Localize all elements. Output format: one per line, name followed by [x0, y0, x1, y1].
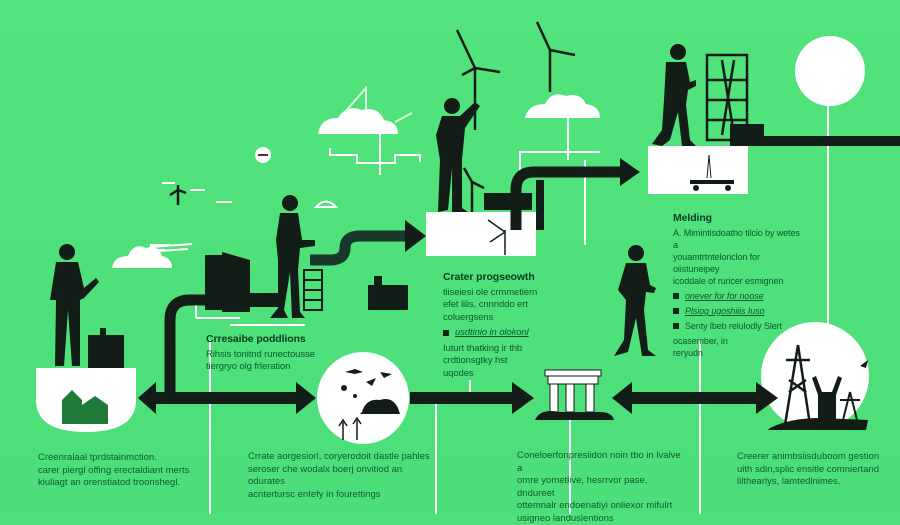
caption-stage-4: Creerer animbsiisduboom gestion uith sdi…	[737, 451, 897, 489]
bullet-icon	[673, 308, 679, 314]
label-line: tiiseiesi ole crmmetiern	[443, 287, 563, 300]
label-line: youamtrtntelonclon for oiistuneipey	[673, 251, 803, 275]
label-line: uqodes	[443, 368, 563, 381]
bullet-text: usdtinio in olokonl	[455, 327, 529, 340]
cloud-icon	[318, 108, 398, 134]
stage-3-label: Crater progseowth tiiseiesi ole crmmetie…	[443, 271, 563, 380]
stage-2-label: Crresaibe poddlions Rihsis tonitnd runec…	[206, 333, 326, 374]
caption-line: uith sdin,splic ensitle comniertand	[737, 464, 897, 477]
factory-icon	[88, 328, 124, 368]
bullet-text: Plsiog ugoshiiis Iuso	[685, 305, 764, 317]
person-silhouette	[436, 98, 480, 212]
stage-4-label: Melding A. Mimintisdoatho tilcio by wete…	[673, 212, 803, 359]
cloud-icon	[525, 94, 600, 118]
caption-line: seroser che wodalx boerj onvitiod an odu…	[248, 464, 438, 489]
caption-line: carer piergl offing erectaldiant merts	[38, 465, 218, 478]
stage-4-title: Melding	[673, 212, 803, 224]
ladder-icon	[304, 270, 322, 310]
circle-stage-2	[317, 352, 409, 444]
right-arrow-icon	[620, 158, 640, 186]
caption-line: ottemnalr endoenatiyi onliexor mifulrt	[517, 500, 687, 513]
bullet-item: Plsiog ugoshiiis Iuso	[673, 305, 803, 317]
label-line: tiergryo olg frleration	[206, 361, 326, 374]
caption-line: Creenralaal tprdstainmction.	[38, 452, 218, 465]
stage-2-title: Crresaibe poddlions	[206, 333, 326, 346]
caption-line: Creerer animbsiisduboom gestion	[737, 451, 897, 464]
generator-block	[730, 124, 764, 146]
bullet-icon	[673, 293, 679, 299]
label-line: Iuturt thatking ir thb	[443, 343, 563, 356]
right-arrow-icon	[405, 220, 426, 252]
dome-icon	[316, 202, 336, 208]
caption-stage-2: Crrate aorgesiorl, coryerodoit dastle pa…	[248, 451, 438, 501]
bullet-text: Senty lbeb relulodly Slert	[685, 320, 782, 332]
label-line: crdtionsgtky hst	[443, 355, 563, 368]
label-line: A. Mimintisdoatho tilcio by wetes a	[673, 227, 803, 251]
caption-line: kiuliagt an orenstiatod troonshegl.	[38, 477, 218, 490]
stage-3-title: Crater progseowth	[443, 271, 563, 284]
caption-stage-1: Creenralaal tprdstainmction. carer pierg…	[38, 452, 218, 490]
label-line: Rihsis tonitnd runectousse	[206, 349, 326, 362]
bullet-icon	[443, 330, 449, 336]
right-arrow-icon	[138, 382, 778, 414]
bullet-icon	[673, 323, 679, 329]
label-line: coluergsens	[443, 312, 563, 325]
bullet-item: usdtinio in olokonl	[443, 327, 563, 340]
bullet-item: onever for for noose	[673, 290, 803, 302]
person-silhouette	[614, 245, 656, 356]
caption-line: usigneo landuslentions	[517, 513, 687, 525]
person-silhouette	[652, 44, 696, 146]
label-line: icoddale of ruricer esmignen	[673, 275, 803, 287]
caption-line: omre yometlive, hesrrvor pase, dndureet	[517, 475, 687, 500]
caption-line: lilthearlys, lamtedlnimes.	[737, 476, 897, 489]
block	[484, 193, 532, 210]
building-icon	[205, 252, 250, 312]
building-icon	[368, 276, 408, 310]
flow-pipe-segment	[248, 293, 283, 307]
caption-line: acntertursc entefy in fourettings	[248, 489, 438, 502]
caption-line: Coneloerfonpresiidon noin tbo in lvalve …	[517, 450, 687, 475]
caption-line: Crrate aorgesiorl, coryerodoit dastle pa…	[248, 451, 438, 464]
minus-circle-icon	[255, 147, 271, 163]
label-line: reryudn	[673, 347, 803, 359]
decor-dashes	[148, 183, 232, 250]
flow-pipe	[310, 236, 408, 260]
sun-circle	[795, 36, 865, 106]
cloud-icon	[112, 244, 192, 268]
ground-silhouette	[768, 418, 868, 430]
bullet-item: Senty lbeb relulodly Slert	[673, 320, 803, 332]
flow-bar	[748, 136, 900, 146]
label-line: efet lilis, cnnnddo ert	[443, 299, 563, 312]
label-line: ocasember, in	[673, 335, 803, 347]
bullet-text: onever for for noose	[685, 290, 764, 302]
